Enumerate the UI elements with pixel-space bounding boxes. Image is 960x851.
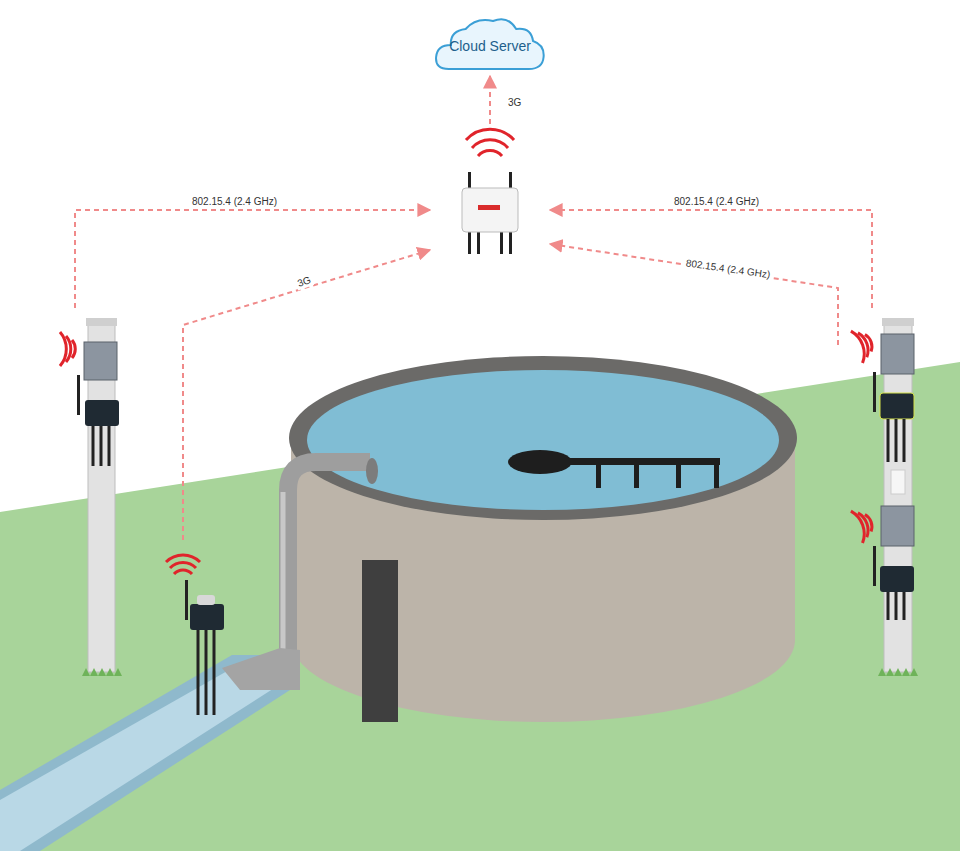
grass-hill bbox=[0, 362, 960, 851]
link-label: 3G bbox=[506, 96, 523, 109]
probe-cables bbox=[93, 426, 109, 466]
probe-cables bbox=[888, 592, 904, 620]
wifi-signal bbox=[851, 509, 874, 543]
link-label: 802.15.4 (2.4 GHz) bbox=[190, 195, 279, 208]
link-label: 3G bbox=[294, 272, 315, 290]
probe-cables bbox=[198, 630, 214, 715]
clarifier-arm bbox=[540, 458, 720, 465]
solar-panel bbox=[84, 342, 117, 380]
link-label: 802.15.4 (2.4 GHz) bbox=[672, 195, 761, 208]
device-antenna bbox=[77, 375, 80, 415]
sensor-post-top bbox=[86, 318, 117, 326]
link-label: 802.15.4 (2.4 GHz) bbox=[683, 256, 773, 281]
inlet-pipe bbox=[288, 462, 370, 660]
wifi-signal bbox=[851, 329, 874, 363]
tank-stripe bbox=[362, 560, 398, 722]
device-antenna bbox=[873, 372, 876, 412]
gateway-box bbox=[462, 188, 518, 232]
probe-cables bbox=[888, 419, 904, 462]
radio-links bbox=[75, 76, 872, 540]
wifi-signal bbox=[466, 129, 514, 156]
water-channel-surface bbox=[0, 666, 290, 851]
clarifier-teeth bbox=[596, 462, 719, 488]
pipe-mouth bbox=[366, 458, 378, 484]
junction-box bbox=[891, 470, 905, 494]
tank-water bbox=[307, 370, 779, 510]
wifi-signal bbox=[166, 555, 200, 574]
gateway-logo bbox=[478, 205, 500, 210]
tank-rim bbox=[289, 356, 797, 520]
cloud-node: Cloud Server bbox=[434, 15, 546, 71]
sensor-device bbox=[85, 400, 119, 426]
node-title: Cloud Server bbox=[434, 15, 546, 54]
sensor-post-top bbox=[882, 318, 914, 326]
pipe-elbow bbox=[222, 648, 300, 690]
grass-tuft bbox=[82, 668, 122, 676]
sensor-device bbox=[880, 393, 914, 419]
device-cap bbox=[197, 595, 215, 605]
sensor-device bbox=[880, 566, 914, 592]
solar-panel bbox=[881, 334, 914, 374]
device-antenna bbox=[185, 580, 188, 620]
wifi-signal bbox=[60, 332, 75, 366]
sensor-device bbox=[190, 604, 224, 630]
grass-tuft bbox=[878, 668, 918, 676]
solar-panel bbox=[881, 506, 914, 546]
inlet-pipe-shade bbox=[281, 492, 286, 660]
device-antenna bbox=[873, 546, 876, 586]
